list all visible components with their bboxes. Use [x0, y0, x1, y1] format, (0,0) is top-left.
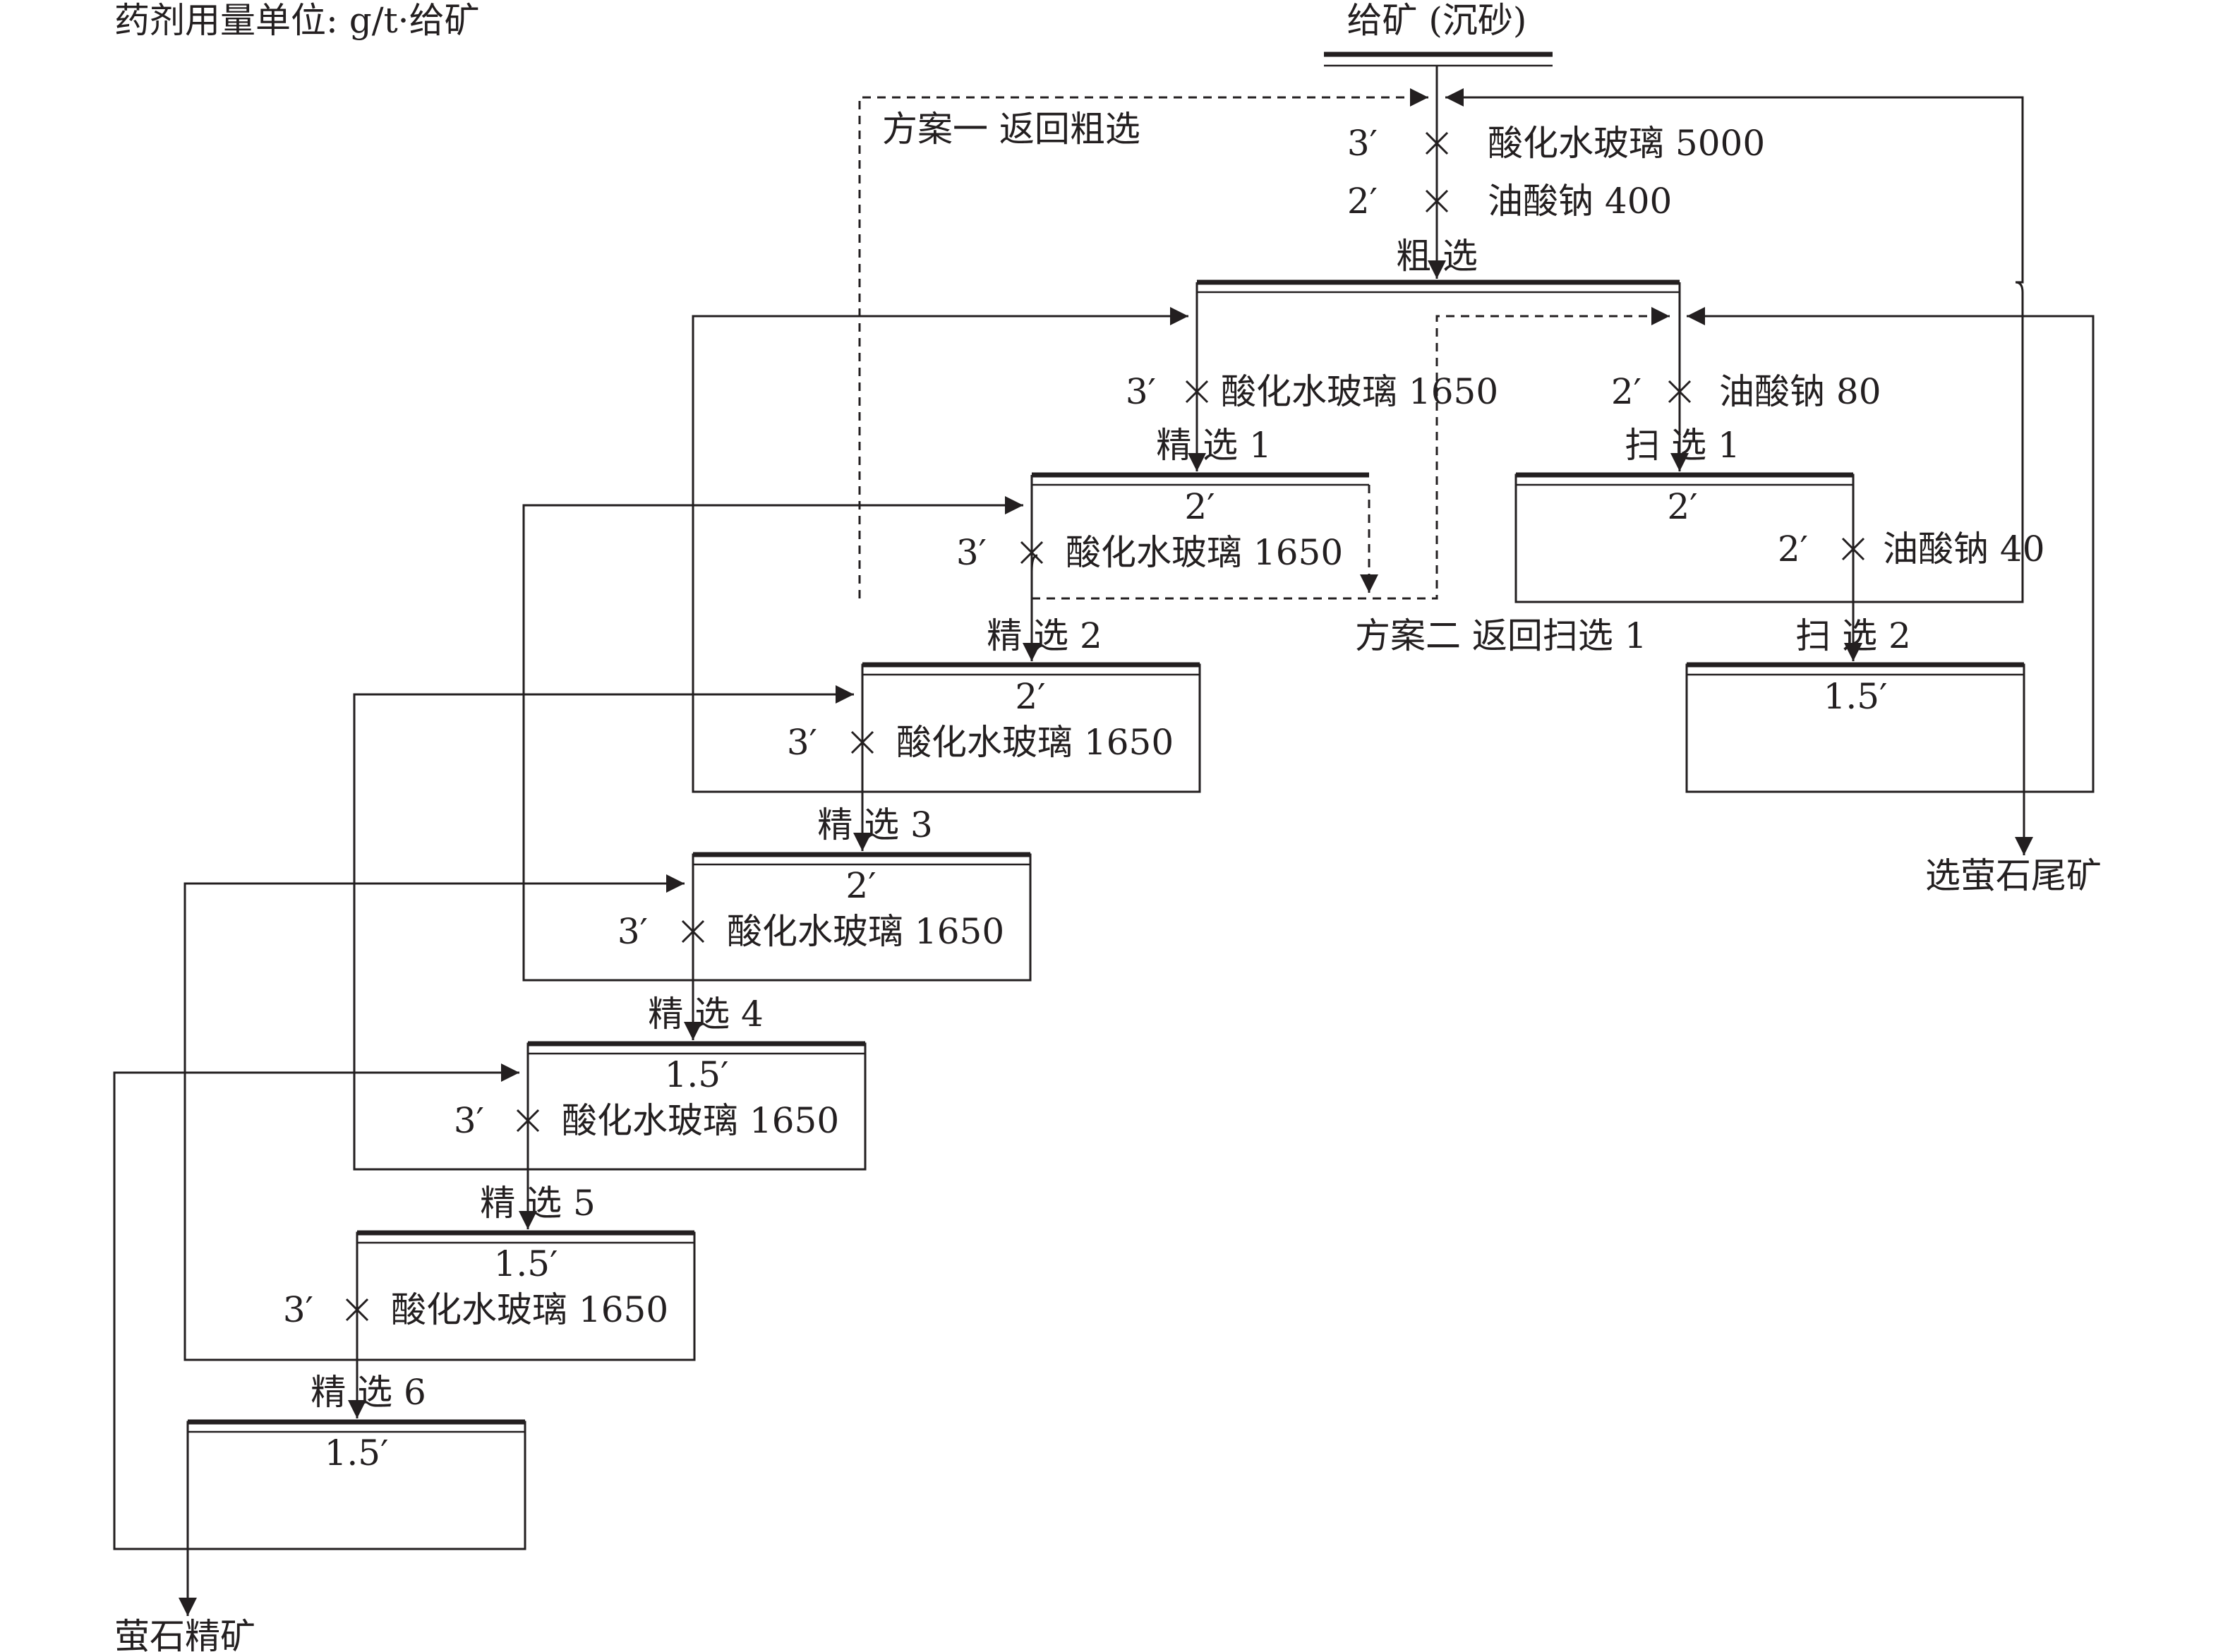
- rougher-reagent-1-text: 酸化水玻璃 5000: [1488, 123, 1765, 164]
- unit-note: 药剂用量单位: g/t·给矿: [114, 0, 480, 41]
- rougher-reagent-1-time: 3′: [1347, 123, 1378, 164]
- scav1-tail-return-to-rougher: [1445, 88, 2024, 603]
- cleaner-6-time: 1.5′: [325, 1433, 389, 1473]
- scav2-feed-reagent-text: 油酸钠 40: [1883, 529, 2045, 569]
- cleaner-6: 精 选 6 1.5′: [186, 1372, 526, 1550]
- cleaner1-to-cleaner2-line: [1032, 554, 1037, 661]
- cleaner-4-reagent-cross: [516, 1109, 540, 1133]
- cleaner-2: 精 选 2 2′ 3′ 酸化水玻璃 1650: [787, 615, 1201, 793]
- cleaner-1: 精 选 1 2′ 3′ 酸化水玻璃 1650: [956, 425, 1369, 656]
- tailings-label: 选萤石尾矿: [1925, 855, 2102, 896]
- scheme1-label: 方案一 返回粗选: [882, 109, 1140, 150]
- rougher-reagent-2-time: 2′: [1347, 181, 1378, 222]
- cleaner-2-label: 精 选 2: [987, 615, 1102, 656]
- scheme2-dashed-line-b: [1032, 307, 1670, 600]
- rougher-reagent-2-cross: [1425, 189, 1449, 213]
- scavenger-2: 扫 选 2 1.5′: [1685, 615, 2025, 793]
- scav2-return-to-rougher: [1687, 307, 2095, 793]
- scav1-feed-reagent-time: 2′: [1611, 371, 1641, 412]
- cleaner6-tail-return-line: [113, 1063, 519, 1550]
- cleaner3-tail-return-line: [522, 496, 1023, 982]
- cleaner-4: 精 选 4 1.5′ 3′ 酸化水玻璃 1650: [454, 994, 867, 1171]
- cleaner1-feed-reagent-time: 3′: [1126, 371, 1156, 412]
- cleaner-5-label: 精 选 5: [480, 1183, 596, 1224]
- cleaner-1-reagent-text: 酸化水玻璃 1650: [1066, 532, 1343, 573]
- rougher-reagent-2-text: 油酸钠 400: [1488, 181, 1672, 222]
- cleaner-5-reagent-time: 3′: [283, 1289, 313, 1330]
- cleaner4-tail-return-line: [353, 685, 854, 1171]
- rougher-label: 粗 选: [1396, 236, 1478, 277]
- scheme1-dashed-return: [858, 88, 1428, 598]
- cleaner-3-label: 精 选 3: [817, 804, 933, 845]
- cleaner-4-tank: [526, 1042, 867, 1171]
- rougher-reagent-1-cross: [1425, 131, 1449, 155]
- cleaner-3-time: 2′: [845, 865, 876, 906]
- cleaner-4-reagent-time: 3′: [454, 1100, 484, 1141]
- scavenger-1-time: 2′: [1667, 486, 1697, 527]
- scavenger-1: 扫 选 1 2′: [1514, 425, 1855, 603]
- cleaner-4-reagent-text: 酸化水玻璃 1650: [562, 1100, 839, 1141]
- cleaner-4-label: 精 选 4: [648, 994, 764, 1035]
- scav1-feed-reagent-text: 油酸钠 80: [1719, 371, 1881, 412]
- cleaner-2-reagent-text: 酸化水玻璃 1650: [896, 722, 1174, 763]
- cleaner-3-tank: [692, 853, 1032, 982]
- scavenger-2-time: 1.5′: [1824, 676, 1888, 717]
- scavenger-1-label: 扫 选 1: [1625, 425, 1740, 466]
- cleaner-5-time: 1.5′: [494, 1243, 558, 1284]
- cleaner-5-reagent-text: 酸化水玻璃 1650: [391, 1289, 668, 1330]
- cleaner-1-reagent-time: 3′: [956, 532, 987, 573]
- scav2-feed-reagent-cross: [1841, 537, 1865, 561]
- cleaner-5-tank: [356, 1231, 696, 1361]
- scav2-feed-reagent-time: 2′: [1778, 529, 1808, 569]
- cleaner-6-label: 精 选 6: [311, 1372, 426, 1413]
- cleaner-3-reagent-cross: [681, 920, 705, 943]
- cleaner2-tail-return-line: [692, 307, 1188, 793]
- cleaner-3-reagent-text: 酸化水玻璃 1650: [727, 911, 1004, 952]
- cleaner-5: 精 选 5 1.5′ 3′ 酸化水玻璃 1650: [283, 1183, 696, 1361]
- cleaner-2-reagent-time: 3′: [787, 722, 817, 763]
- cleaner1-feed-reagent-text: 酸化水玻璃 1650: [1221, 371, 1498, 412]
- cleaner-3-reagent-time: 3′: [618, 911, 648, 952]
- cleaner-6-tank: [186, 1421, 526, 1550]
- cleaner-5-reagent-cross: [345, 1298, 369, 1322]
- cleaner-2-reagent-cross: [850, 730, 874, 754]
- cleaner-3: 精 选 3 2′ 3′ 酸化水玻璃 1650: [618, 804, 1032, 982]
- cleaner-1-reagent-cross: [1020, 541, 1044, 565]
- feed-label: 给矿 (沉砂): [1347, 0, 1527, 41]
- cleaner-1-time: 2′: [1184, 486, 1215, 527]
- cleaner-4-time: 1.5′: [665, 1054, 729, 1095]
- scavenger-2-tank: [1685, 663, 2025, 793]
- concentrate-label: 萤石精矿: [114, 1616, 255, 1652]
- scavenger-1-tank: [1514, 474, 1855, 603]
- scheme2-label: 方案二 返回扫选 1: [1355, 615, 1647, 656]
- cleaner-1-label: 精 选 1: [1156, 425, 1272, 466]
- cleaner5-tail-return-line: [183, 874, 685, 1361]
- cleaner-2-time: 2′: [1015, 676, 1045, 717]
